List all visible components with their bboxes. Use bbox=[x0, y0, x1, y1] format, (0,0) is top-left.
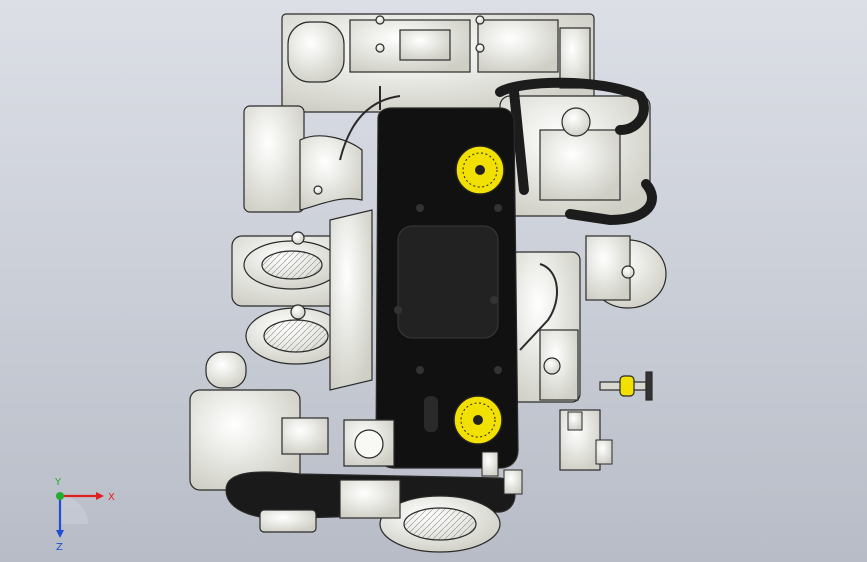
x-axis-label: X bbox=[108, 492, 115, 503]
z-axis-arrow-icon bbox=[56, 530, 64, 538]
z-axis-label: Z bbox=[56, 542, 63, 553]
coordinate-triad: X Y Z bbox=[54, 477, 115, 553]
upper-block bbox=[281, 13, 595, 113]
left-assembly bbox=[189, 105, 373, 491]
x-axis-arrow-icon bbox=[96, 492, 104, 500]
y-axis-label: Y bbox=[54, 477, 62, 488]
pulley-belt bbox=[225, 471, 516, 553]
oil-cap-top bbox=[455, 145, 505, 195]
dipstick-handle bbox=[599, 371, 653, 401]
hoses bbox=[495, 77, 657, 226]
thin-pipes bbox=[339, 86, 559, 351]
valve-cover bbox=[375, 107, 519, 469]
y-axis-dot-icon bbox=[56, 492, 64, 500]
right-assembly bbox=[499, 95, 667, 471]
oil-cap-bottom bbox=[453, 395, 503, 445]
flange bbox=[343, 419, 395, 467]
brackets bbox=[481, 411, 613, 495]
